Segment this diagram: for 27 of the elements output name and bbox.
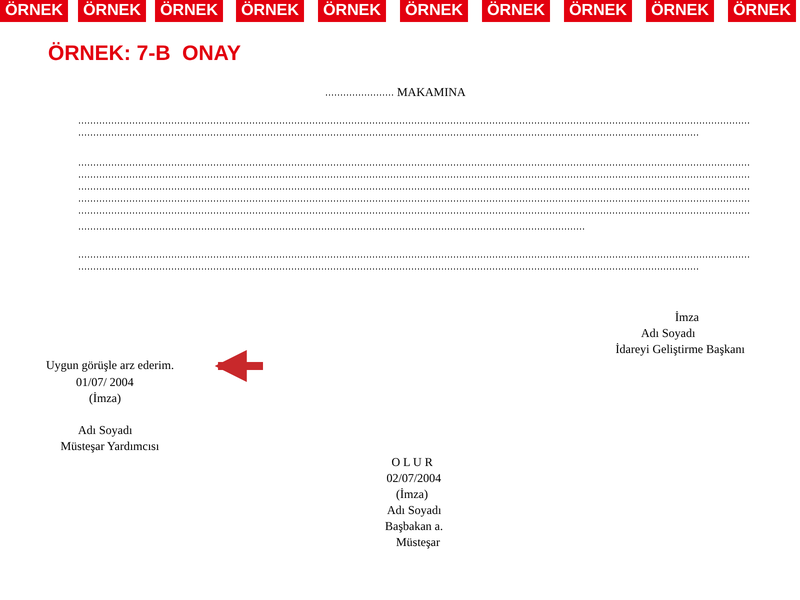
title-text: İdareyi Geliştirme Başkanı	[616, 342, 745, 356]
sample-banner: ÖRNEK	[400, 0, 468, 22]
title-text: Başbakan a.	[385, 519, 443, 533]
sample-banner: ÖRNEK	[78, 0, 146, 22]
name-text: Adı Soyadı	[78, 423, 132, 437]
title: ÖRNEK: 7-B ONAY	[48, 42, 241, 66]
note-text: Uygun görüşle arz ederim.	[46, 358, 174, 372]
approval-text: O L U R	[392, 455, 433, 469]
title-text: Müsteşar	[396, 535, 440, 549]
date-text: 02/07/2004	[386, 471, 442, 485]
signature-text: (İmza)	[396, 487, 428, 501]
signature-text: (İmza)	[89, 391, 121, 405]
name-text: Adı Soyadı	[641, 326, 696, 340]
sample-banner: ÖRNEK	[155, 0, 223, 22]
sample-banner: ÖRNEK	[0, 0, 68, 22]
sample-banner: ÖRNEK	[318, 0, 386, 22]
sample-banner: ÖRNEK	[236, 0, 304, 22]
sample-banner: ÖRNEK	[482, 0, 550, 22]
title-text: Müsteşar Yardımcısı	[60, 439, 160, 453]
date-text: 01/07/ 2004	[76, 375, 134, 389]
sample-banner: ÖRNEK	[646, 0, 714, 22]
sample-banner: ÖRNEK	[564, 0, 632, 22]
sample-banner: ÖRNEK	[728, 0, 796, 22]
signature-text: İmza	[675, 310, 699, 324]
heading-text: MAKAMINA	[397, 85, 466, 99]
arrow	[214, 350, 263, 382]
name-text: Adı Soyadı	[387, 503, 442, 517]
